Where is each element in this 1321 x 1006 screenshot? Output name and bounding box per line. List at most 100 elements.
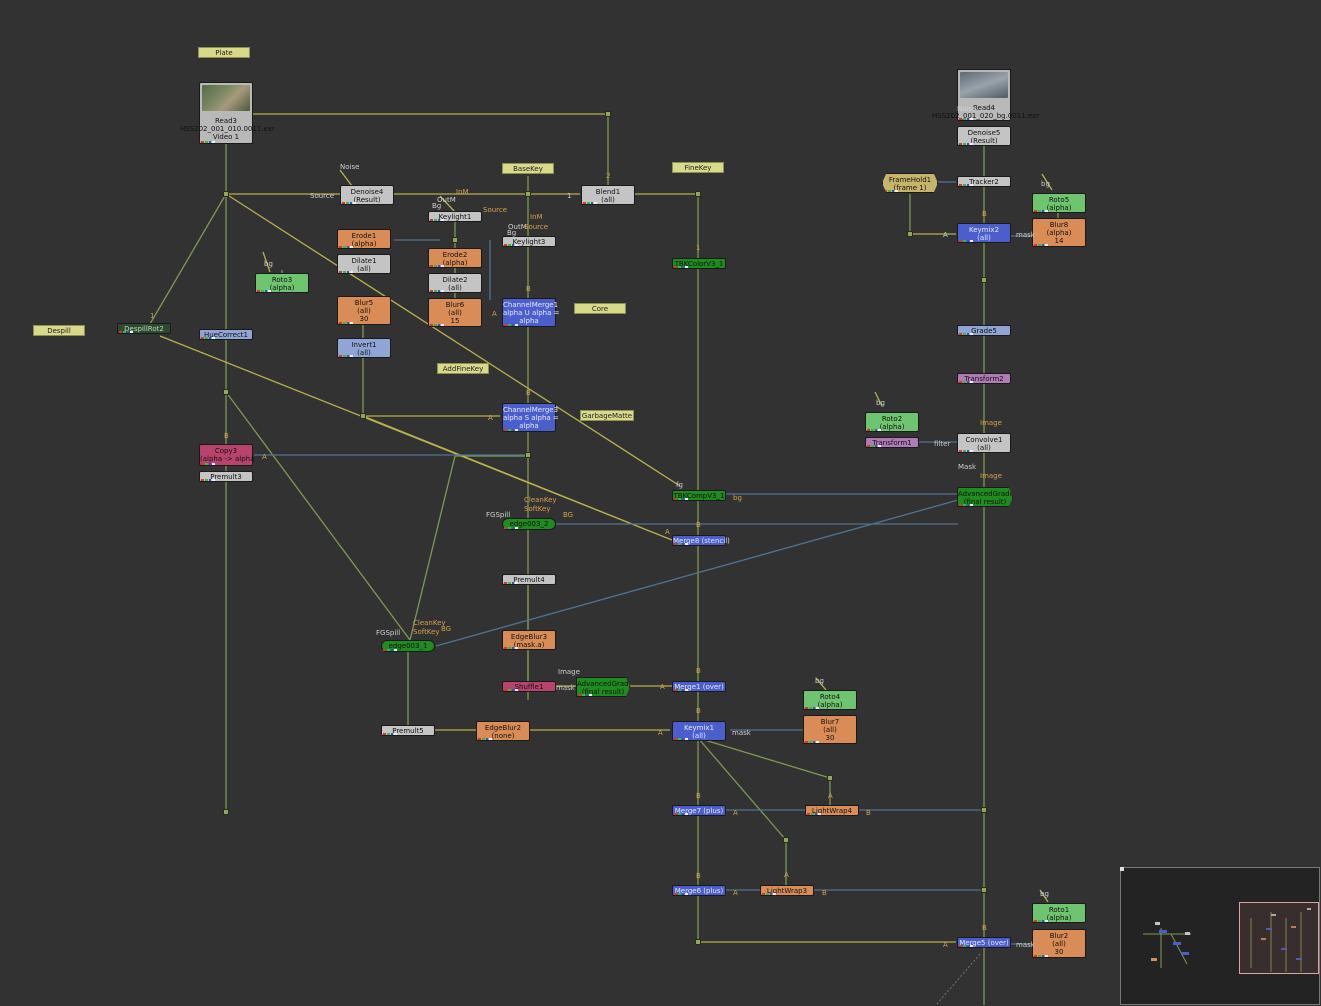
dot[interactable] <box>223 191 229 197</box>
node-blur2[interactable]: Blur2(all)30 <box>1032 929 1086 958</box>
channel-indicator <box>201 337 215 339</box>
node-merge8[interactable]: Merge8 (stencil) <box>672 535 730 546</box>
dot[interactable] <box>783 837 789 843</box>
node-roto5[interactable]: Roto5(alpha) <box>1032 193 1086 213</box>
edge-label: Mask <box>958 463 977 471</box>
node-merge5[interactable]: Merge5 (over) <box>957 937 1011 948</box>
sticky-basekey[interactable]: BaseKey <box>502 163 554 174</box>
node-grade5[interactable]: Grade5 <box>957 325 1011 336</box>
node-blur8[interactable]: Blur8(alpha)14 <box>1032 218 1086 247</box>
dot[interactable] <box>981 887 987 893</box>
node-tbkcomp[interactable]: TBKCompV3_1 <box>672 490 726 501</box>
channel-indicator <box>1034 210 1048 212</box>
node-keymix1[interactable]: Keymix1(all) <box>672 721 726 741</box>
node-denoise5[interactable]: Denoise5(Result) <box>957 126 1011 146</box>
node-roto4[interactable]: Roto4(alpha) <box>803 690 857 710</box>
node-tracker2[interactable]: Tracker2 <box>957 176 1011 187</box>
node-merge1[interactable]: Merge1 (over) <box>672 681 726 692</box>
node-read4[interactable]: Read4 HSS202_001_020_bg.0011.exr <box>932 69 1039 121</box>
node-copy3[interactable]: Copy3(alpha -> alpha <box>199 444 254 466</box>
node-read3[interactable]: Read3 HSS202_001_010.0011.exr Video 1 <box>180 82 275 144</box>
node-blend1[interactable]: Blend1(all) <box>581 185 635 205</box>
node-denoise4[interactable]: Denoise4(Result) <box>340 185 394 205</box>
dot[interactable] <box>981 277 987 283</box>
node-roto3[interactable]: Roto3(alpha) <box>255 273 309 293</box>
node-blur7[interactable]: Blur7(all)30 <box>803 715 857 744</box>
channel-indicator <box>674 893 688 895</box>
node-roto2[interactable]: Roto2(alpha) <box>865 412 919 432</box>
node-keylight3[interactable]: Keylight3 <box>502 236 556 247</box>
graph-minimap[interactable] <box>1120 867 1320 1005</box>
node-merge7[interactable]: Merge7 (plus) <box>672 805 726 816</box>
edge-label: mask <box>1016 941 1035 949</box>
dot[interactable] <box>525 191 531 197</box>
dot[interactable] <box>695 939 701 945</box>
node-framehold1[interactable]: FrameHold1(frame 1) <box>882 173 938 193</box>
node-blur6[interactable]: Blur6(all)15 <box>428 298 482 327</box>
node-label: Blur2 <box>1049 932 1069 940</box>
dot[interactable] <box>605 111 611 117</box>
node-transform1[interactable]: Transform1 <box>865 437 919 448</box>
edge-label: A <box>733 889 738 897</box>
node-edge003-2[interactable]: edge003_2 <box>502 518 556 530</box>
node-transform2[interactable]: Transform2 <box>957 373 1011 384</box>
edge-label: OutM <box>437 196 456 204</box>
edge-label: Noise <box>340 163 360 171</box>
sticky-garbagematte[interactable]: GarbageMatte <box>580 410 634 421</box>
dot[interactable] <box>907 231 913 237</box>
sticky-despill[interactable]: Despill <box>33 325 85 336</box>
node-edge003-1[interactable]: edge003_1 <box>381 640 435 652</box>
node-convolve1[interactable]: Convolve1(all) <box>957 433 1011 453</box>
dot[interactable] <box>452 237 458 243</box>
sticky-addfinekey[interactable]: AddFineKey <box>437 363 489 374</box>
node-merge6[interactable]: Merge6 (plus) <box>672 885 726 896</box>
read4-file: HSS202_001_020_bg.0011.exr <box>932 112 1040 120</box>
node-erode1[interactable]: Erode1(alpha) <box>337 229 391 249</box>
node-shuffle1[interactable]: Shuffle1 <box>502 681 556 692</box>
node-label: Keymix1 <box>683 724 715 732</box>
minimap-viewport[interactable] <box>1239 902 1319 974</box>
edge-label: mask <box>1016 231 1035 239</box>
node-sublabel: (Result) <box>970 137 998 145</box>
node-premult5[interactable]: Premult5 <box>381 725 435 736</box>
node-keymix2[interactable]: Keymix2(all) <box>957 223 1011 243</box>
node-dilate2[interactable]: Dilate2(all) <box>428 273 482 293</box>
node-sublabel: (all) <box>1052 940 1066 948</box>
channel-indicator <box>383 649 397 651</box>
node-premult3[interactable]: Premult3 <box>199 471 253 482</box>
channel-indicator <box>959 381 973 383</box>
dot[interactable] <box>223 809 229 815</box>
node-erode2[interactable]: Erode2(alpha) <box>428 248 482 268</box>
node-lightwrap4[interactable]: LightWrap4 <box>805 805 859 816</box>
dot[interactable] <box>827 775 833 781</box>
node-lightwrap3[interactable]: LightWrap3 <box>760 885 814 896</box>
node-label: Blur6 <box>445 301 465 309</box>
sticky-plate[interactable]: Plate <box>198 47 250 58</box>
node-roto1[interactable]: Roto1(alpha) <box>1032 903 1086 923</box>
dot[interactable] <box>695 191 701 197</box>
dot[interactable] <box>223 389 229 395</box>
node-premult4[interactable]: Premult4 <box>502 574 556 585</box>
node-despillrot2[interactable]: DespillRot2 <box>117 323 171 334</box>
node-tbkcolor[interactable]: TBKColorV3_1 <box>672 258 726 269</box>
node-advancedgrade-a[interactable]: AdvancedGrade(final result) <box>576 677 630 697</box>
node-edgeblur2[interactable]: EdgeBlur2(none) <box>476 721 530 741</box>
node-blur5[interactable]: Blur5(all)30 <box>337 296 391 325</box>
sticky-finekey[interactable]: FineKey <box>672 162 724 173</box>
edge-label: B <box>696 521 701 529</box>
node-dilate1[interactable]: Dilate1(all) <box>337 254 391 274</box>
node-keylight1[interactable]: Keylight1 <box>428 211 482 222</box>
sticky-core[interactable]: Core <box>574 303 626 314</box>
node-invert1[interactable]: Invert1(all) <box>337 338 391 358</box>
node-sublabel: (mask.a) <box>513 641 545 649</box>
dot[interactable] <box>360 413 366 419</box>
dot[interactable] <box>525 452 531 458</box>
node-edgeblur3[interactable]: EdgeBlur3(mask.a) <box>502 630 556 650</box>
dot[interactable] <box>981 807 987 813</box>
edge-label: A <box>492 310 497 318</box>
node-advancedgrade-b[interactable]: AdvancedGrade(final result) <box>957 487 1013 507</box>
node-huecorrect1[interactable]: HueCorrect1 <box>199 329 253 340</box>
